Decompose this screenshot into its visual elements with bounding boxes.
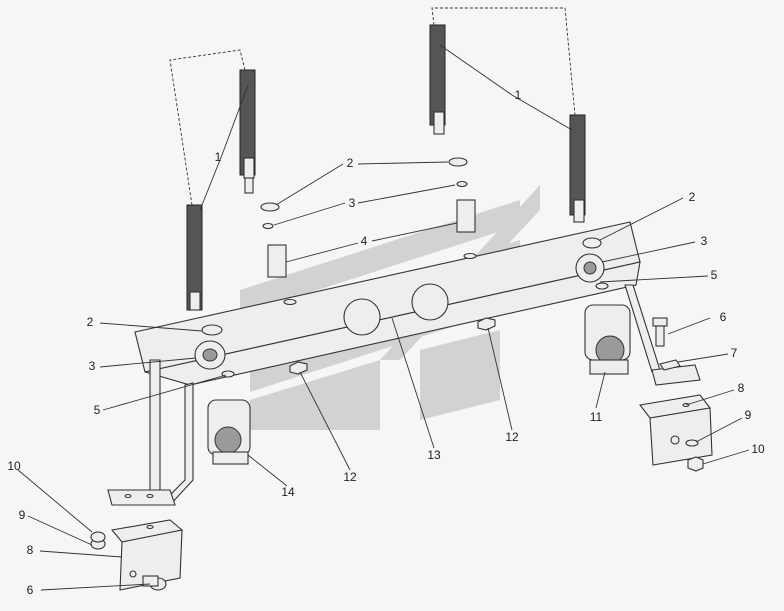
washer-2: [260, 202, 280, 212]
nut-12: [477, 317, 496, 331]
adapter-4: [267, 244, 287, 278]
coupling-head-14: [207, 399, 251, 465]
leader-lines: [17, 44, 750, 591]
hose-right-long: [429, 24, 446, 135]
callout-12: 12: [505, 430, 519, 444]
callout-1: 1: [215, 150, 222, 164]
callout-2: 2: [347, 156, 354, 170]
callout-9: 9: [745, 408, 752, 422]
nut-10-left: [90, 531, 106, 543]
callout-14: 14: [281, 485, 295, 499]
adapter-4: [456, 199, 476, 233]
lock-washer-9-right: [685, 439, 699, 447]
ring-3: [262, 222, 274, 230]
washer-2: [201, 324, 223, 336]
callout-10: 10: [7, 459, 21, 473]
bolt-6-right: [652, 317, 668, 347]
callout-labels: 1 1 2 2 2 3 3 3 4 5 5 6 6 7 8 8 9 9 10 1…: [7, 88, 765, 597]
hose-left-short: [186, 204, 203, 311]
callout-4: 4: [361, 234, 368, 248]
callout-2: 2: [689, 190, 696, 204]
callout-5: 5: [711, 268, 718, 282]
washer-7: [659, 359, 681, 371]
washer-2: [448, 157, 468, 167]
callout-1: 1: [515, 88, 522, 102]
mounting-plate-8-left: [110, 519, 184, 591]
washer-2: [582, 237, 602, 249]
nut-12: [289, 361, 308, 375]
callout-12: 12: [343, 470, 357, 484]
callout-6: 6: [27, 583, 34, 597]
clamp-5-right: [575, 253, 609, 290]
callout-5: 5: [94, 403, 101, 417]
callout-3: 3: [89, 359, 96, 373]
coupling-head-11: [584, 304, 631, 375]
hose-left-long: [239, 69, 256, 194]
callout-2: 2: [87, 315, 94, 329]
callout-3: 3: [701, 234, 708, 248]
ring-3: [456, 180, 468, 188]
callout-7: 7: [731, 346, 738, 360]
callout-13: 13: [427, 448, 441, 462]
callout-10: 10: [751, 442, 765, 456]
clamp-5-left: [194, 340, 235, 378]
crossbar-13: [134, 221, 641, 386]
callout-8: 8: [27, 543, 34, 557]
nut-10-right: [687, 456, 704, 472]
callout-11: 11: [590, 410, 603, 424]
callout-6: 6: [720, 310, 727, 324]
callout-3: 3: [349, 196, 356, 210]
hose-right-short: [569, 114, 586, 223]
mounting-plate-8-right: [639, 394, 713, 466]
callout-9: 9: [19, 508, 26, 522]
hose-dashed-links: [169, 7, 576, 206]
callout-8: 8: [738, 381, 745, 395]
